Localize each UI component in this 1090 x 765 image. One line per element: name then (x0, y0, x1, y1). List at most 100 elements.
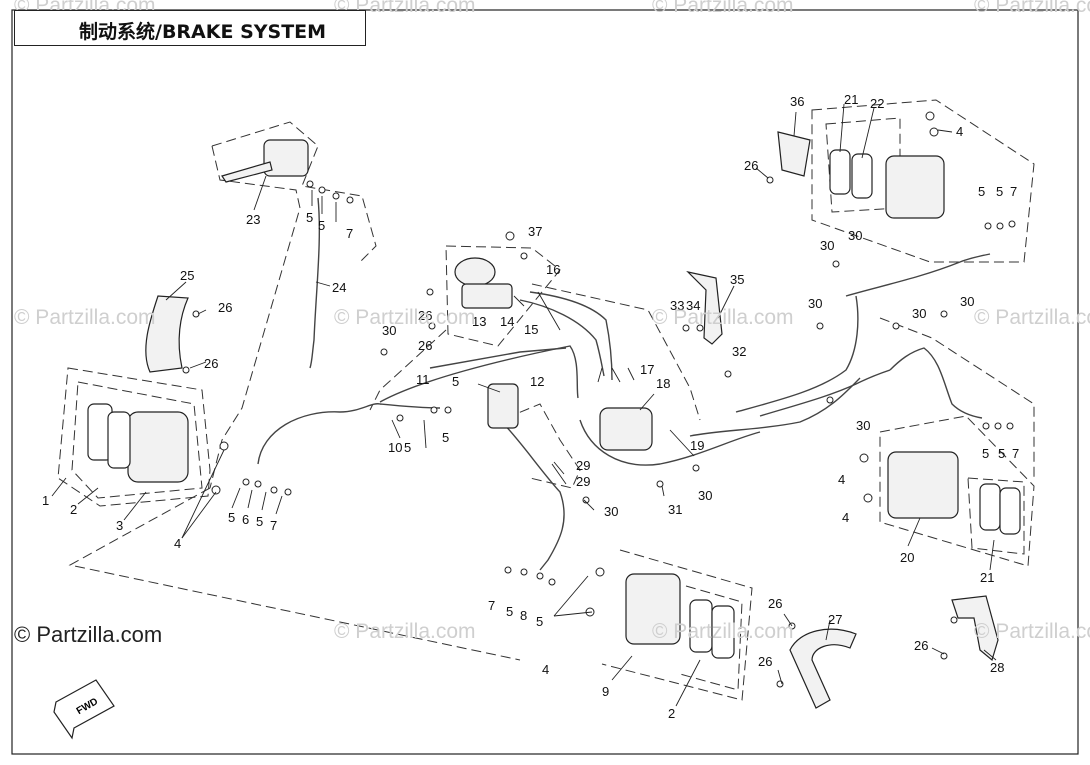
reservoir (454, 257, 496, 287)
callout: 4 (542, 662, 549, 677)
watermark: © Partzilla.com (14, 306, 156, 329)
callout: 30 (912, 306, 926, 321)
callout: 30 (808, 296, 822, 311)
components (53, 131, 1021, 740)
callout: 30 (848, 228, 862, 243)
outer-frame (11, 9, 1079, 755)
pad-rear-right-1 (979, 483, 1001, 531)
callout: 26 (768, 596, 782, 611)
watermark: © Partzilla.com (334, 620, 476, 643)
fwd-arrow-icon (53, 679, 115, 740)
credit-text: © Partzilla.com (14, 622, 163, 647)
callout: 30 (382, 323, 396, 338)
callout: 5 (442, 430, 449, 445)
callout: 16 (546, 262, 560, 277)
callout: 18 (656, 376, 670, 391)
watermark: © Partzilla.com (652, 306, 794, 329)
callout: 20 (900, 550, 914, 565)
callout: 7 (1012, 446, 1019, 461)
callout: 3 (116, 518, 123, 533)
watermark: © Partzilla.com (974, 0, 1090, 17)
callout: 24 (332, 280, 346, 295)
pad-rear-left-2 (711, 605, 735, 659)
callout: 5 (306, 210, 313, 225)
rear-master-cylinder (599, 407, 653, 451)
callout: 5 (998, 446, 1005, 461)
watermark: © Partzilla.com (652, 0, 794, 17)
callout: 26 (418, 338, 432, 353)
callout: 12 (530, 374, 544, 389)
callout: 15 (524, 322, 538, 337)
callout: 5 (452, 374, 459, 389)
callout: 25 (180, 268, 194, 283)
callout: 7 (346, 226, 353, 241)
guard-left (145, 295, 189, 373)
callout: 26 (418, 308, 432, 323)
callout: 36 (790, 94, 804, 109)
callout: 29 (576, 474, 590, 489)
callout: 4 (174, 536, 181, 551)
callout: 26 (218, 300, 232, 315)
fasteners (182, 111, 1016, 688)
callout: 7 (488, 598, 495, 613)
callout: 37 (528, 224, 542, 239)
callout: 29 (576, 458, 590, 473)
caliper-front-left (127, 411, 189, 483)
watermark: © Partzilla.com (974, 306, 1090, 329)
callout: 4 (842, 510, 849, 525)
callout: 5 (228, 510, 235, 525)
callout: 5 (256, 514, 263, 529)
callout: 30 (820, 238, 834, 253)
callout: 5 (978, 184, 985, 199)
caliper-front-right (885, 155, 945, 219)
callout: 10 (388, 440, 402, 455)
callout: 26 (744, 158, 758, 173)
watermark: © Partzilla.com (334, 306, 476, 329)
callout: 5 (404, 440, 411, 455)
callout: 22 (870, 96, 884, 111)
callout: 17 (640, 362, 654, 377)
callout: 4 (838, 472, 845, 487)
callout: 33 (670, 298, 684, 313)
callout-labels: 1 2 3 4 5 6 5 7 23 5 5 7 24 25 26 26 30 … (42, 92, 1019, 721)
callout: 30 (604, 504, 618, 519)
guard-rear-left (789, 628, 857, 709)
callout: 30 (698, 488, 712, 503)
dashed-group-outlines (57, 99, 1035, 701)
watermark: © Partzilla.com (652, 620, 794, 643)
callout: 28 (990, 660, 1004, 675)
watermark: © Partzilla.com (974, 620, 1090, 643)
guard-front-right (777, 131, 811, 177)
callout: 1 (42, 493, 49, 508)
callout: 30 (856, 418, 870, 433)
callout: 32 (732, 344, 746, 359)
pad-rear-right-2 (999, 487, 1021, 535)
page-title: 制动系统/BRAKE SYSTEM (79, 21, 327, 43)
brake-pedal (686, 270, 723, 345)
pad-front-left-2 (107, 411, 131, 469)
callout: 11 (416, 372, 430, 387)
callout: 7 (270, 518, 277, 533)
callout: 27 (828, 612, 842, 627)
callout: 5 (996, 184, 1003, 199)
callout: 5 (318, 218, 325, 233)
callout: 5 (982, 446, 989, 461)
callout: 13 (472, 314, 486, 329)
callout: 9 (602, 684, 609, 699)
callout: 4 (956, 124, 963, 139)
leader-lines (51, 103, 997, 707)
callout: 8 (520, 608, 527, 623)
callout: 26 (204, 356, 218, 371)
callout: 5 (536, 614, 543, 629)
bracket-rear-right (951, 595, 999, 662)
title-box: 制动系统/BRAKE SYSTEM (14, 10, 366, 46)
callout: 19 (690, 438, 704, 453)
junction-block (487, 383, 519, 429)
callout: 21 (844, 92, 858, 107)
callout: 5 (506, 604, 513, 619)
callout: 6 (242, 512, 249, 527)
brake-lever (221, 161, 273, 183)
callout: 34 (686, 298, 700, 313)
callout: 30 (960, 294, 974, 309)
